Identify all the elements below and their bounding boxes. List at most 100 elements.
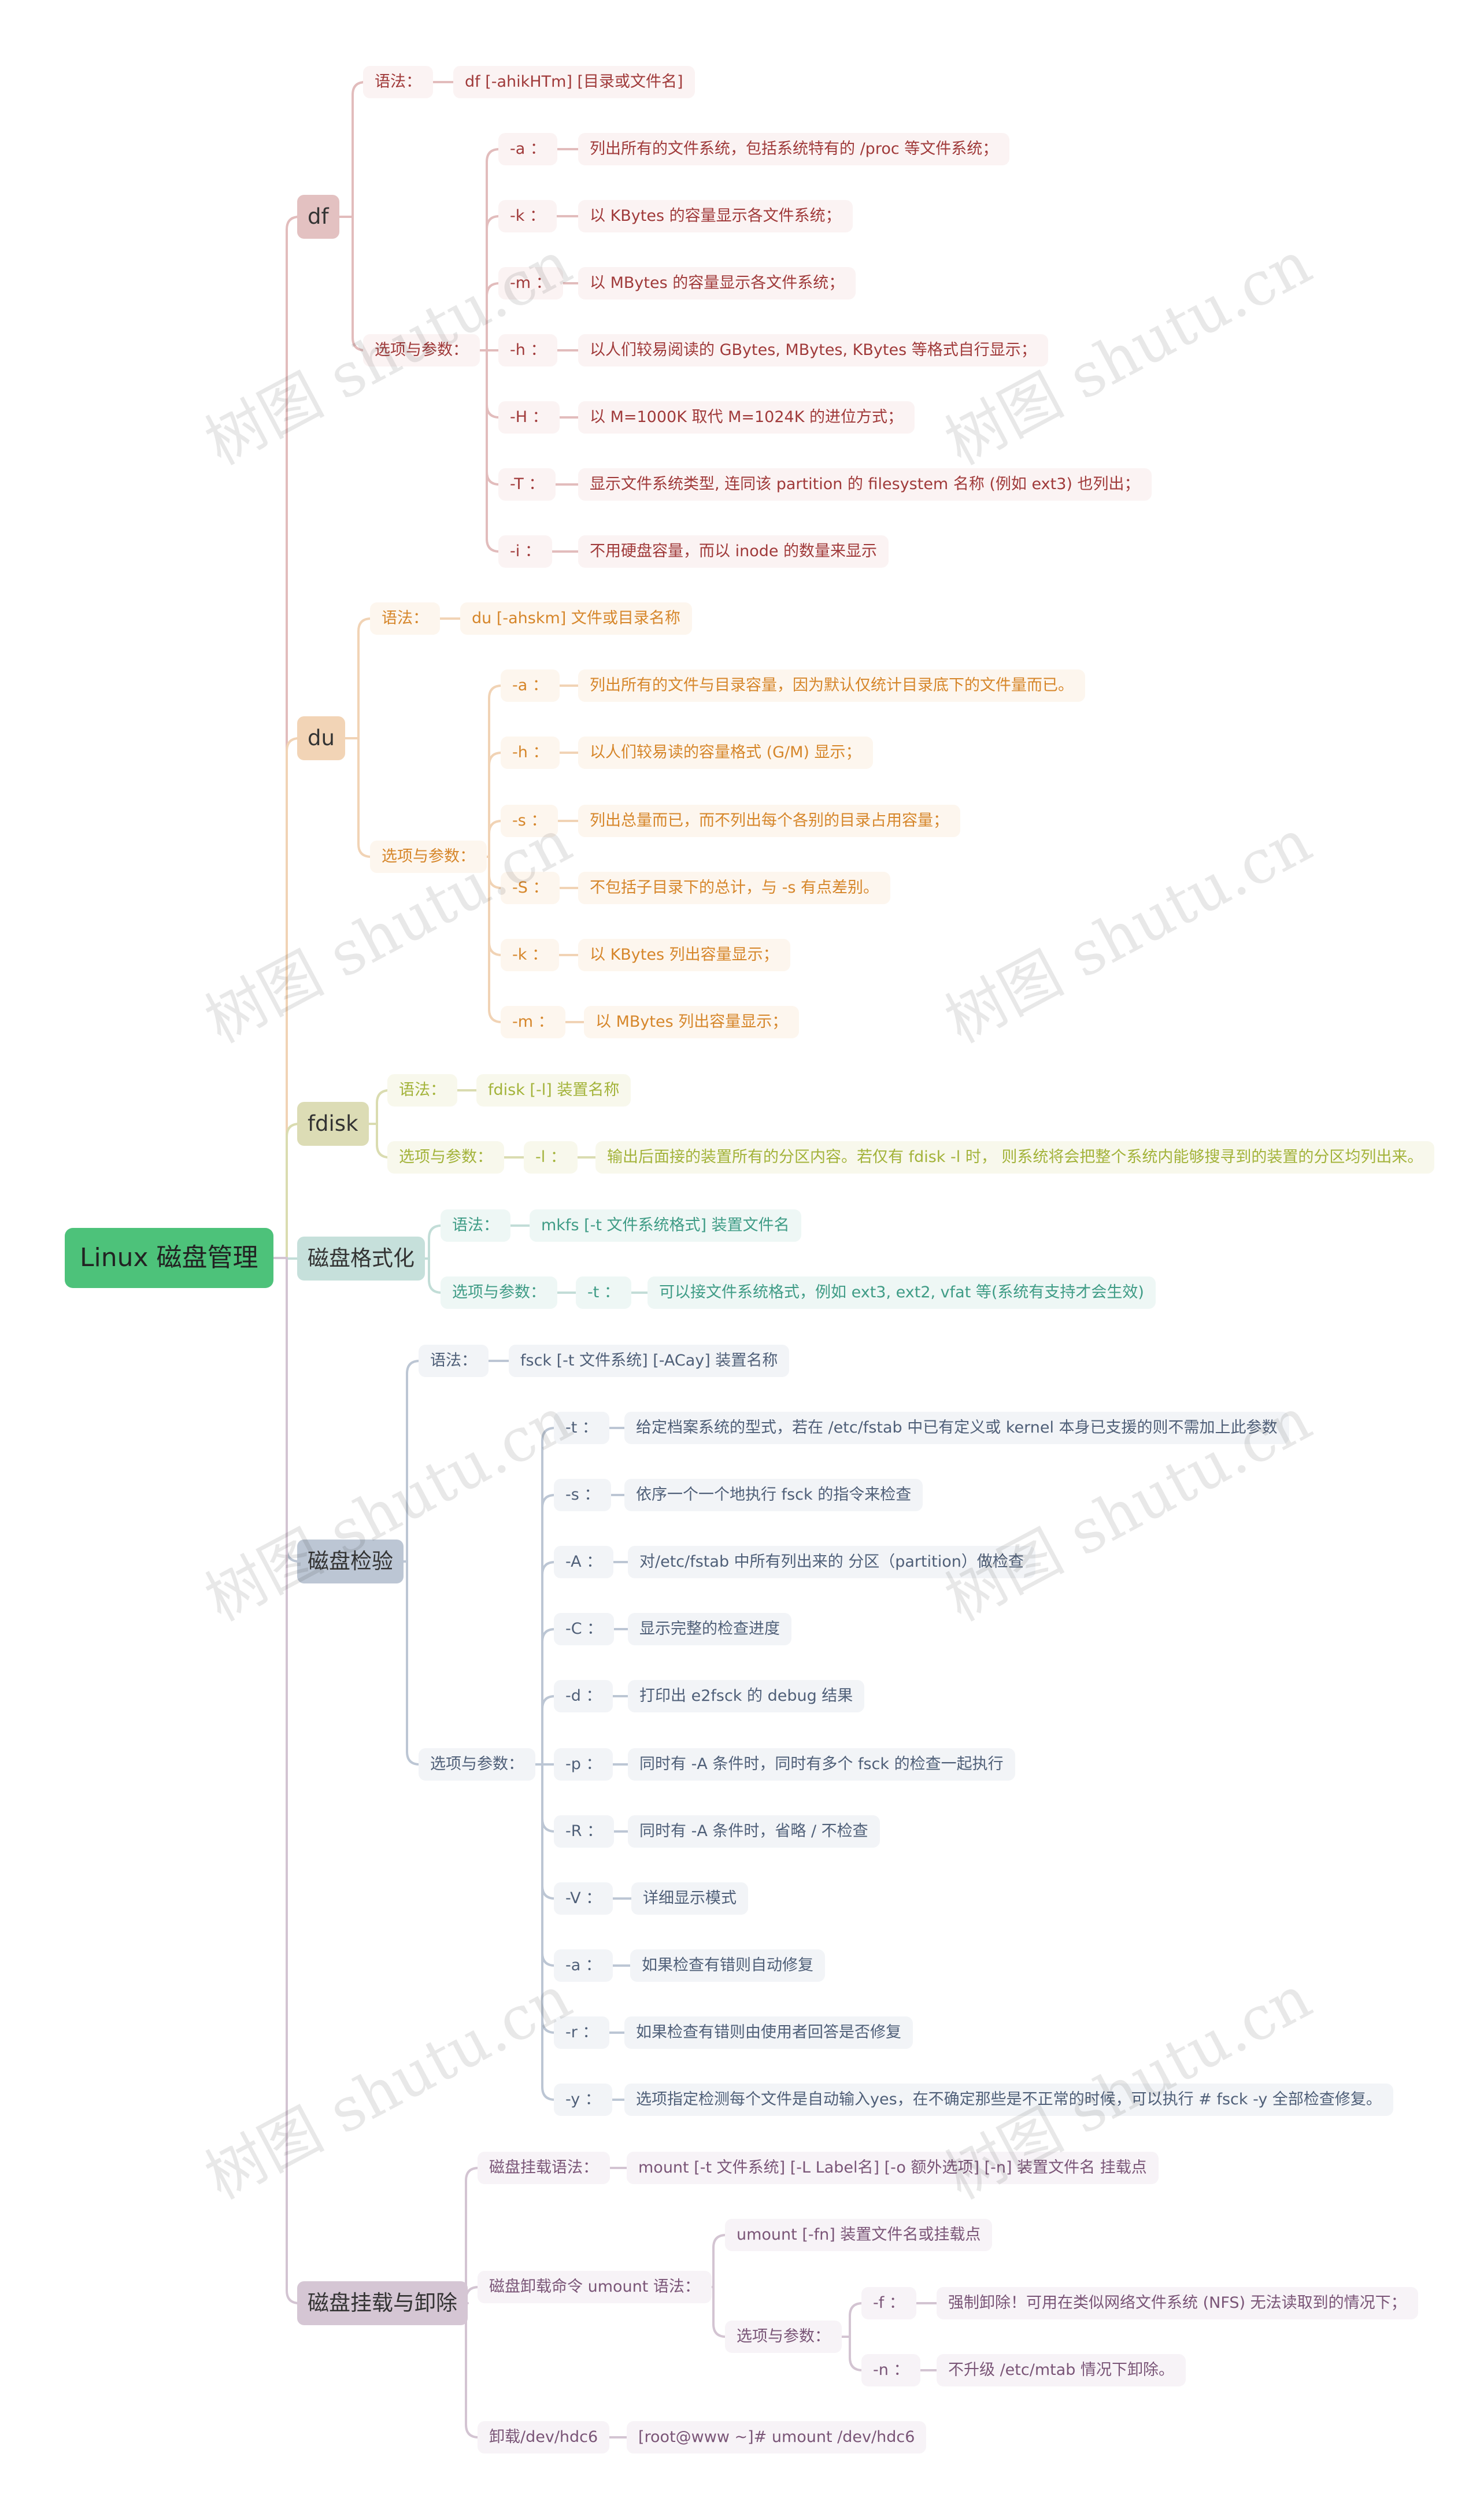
fsck-option-flag[interactable]: -t ： [554,1412,609,1444]
umount-options-label[interactable]: 选项与参数： [725,2321,842,2353]
fsck-option-desc[interactable]: 打印出 e2fsck 的 debug 结果 [628,1680,865,1712]
df-option-flag[interactable]: -h ： [498,334,558,367]
du-option-flag[interactable]: -s ： [501,805,558,837]
fsck-option-flag[interactable]: -C ： [554,1613,615,1645]
df-options-label[interactable]: 选项与参数： [363,334,480,367]
du-option-desc[interactable]: 不包括子目录下的总计，与 -s 有点差别。 [578,872,890,904]
connector-line [486,282,500,351]
df-syntax-label[interactable]: 语法： [363,66,433,98]
df-option-desc[interactable]: 以人们较易阅读的 GBytes, MBytes, KBytes 等格式自行显示； [578,334,1048,367]
fsck-option-flag[interactable]: -y ： [554,2084,612,2116]
connector-line [465,2302,479,2438]
df-option-desc[interactable]: 不用硬盘容量，而以 inode 的数量来显示 [578,535,889,568]
du-option-flag[interactable]: -m ： [501,1006,565,1038]
df-option-flag[interactable]: -k ： [498,200,557,232]
unmount-example-value[interactable]: [root@www ~]# umount /dev/hdc6 [627,2421,927,2454]
df-option-flag[interactable]: -m ： [498,267,563,299]
umount-option-flag[interactable]: -n ： [861,2354,921,2386]
fdisk-syntax-label[interactable]: 语法： [387,1074,457,1107]
fsck-option-flag[interactable]: -d ： [554,1680,613,1712]
fsck-option-desc[interactable]: 给定档案系统的型式，若在 /etc/fstab 中已有定义或 kernel 本身… [624,1412,1289,1444]
mkfs-syntax-label[interactable]: 语法： [441,1209,510,1242]
unmount-example-label[interactable]: 卸载/dev/hdc6 [478,2421,610,2454]
fsck-option-desc[interactable]: 详细显示模式 [631,1882,748,1915]
fsck-option-flag[interactable]: -V ： [554,1882,613,1915]
connector-line [406,1360,420,1563]
connector-line [488,752,502,858]
fsck-option-desc[interactable]: 显示完整的检查进度 [628,1613,791,1645]
umount-option-desc[interactable]: 强制卸除！可用在类似网络文件系统 (NFS) 无法读取到的情况下； [937,2287,1418,2319]
connector-line [712,2286,727,2338]
branch-mount-unmount[interactable]: 磁盘挂载与卸除 [297,2281,468,2325]
root-node[interactable]: Linux 磁盘管理 [65,1228,273,1288]
fsck-option-desc[interactable]: 同时有 -A 条件时，省略 / 不检查 [628,1815,880,1848]
fsck-syntax-label[interactable]: 语法： [419,1345,489,1377]
connector-line [428,1257,442,1294]
connector-line [488,820,502,858]
df-option-desc[interactable]: 显示文件系统类型, 连同该 partition 的 filesystem 名称 … [578,468,1152,501]
du-option-desc[interactable]: 以 KBytes 列出容量显示； [578,939,790,971]
du-syntax-value[interactable]: du [-ahskm] 文件或目录名称 [460,602,692,635]
df-option-desc[interactable]: 以 MBytes 的容量显示各文件系统； [578,267,856,299]
fsck-option-flag[interactable]: -p ： [554,1748,613,1781]
du-option-flag[interactable]: -S ： [501,872,560,904]
fsck-syntax-value[interactable]: fsck [-t 文件系统] [-ACay] 装置名称 [509,1345,790,1377]
connector-line [357,617,372,739]
mount-syntax-label[interactable]: 磁盘挂载语法： [478,2152,610,2184]
df-option-flag[interactable]: -H ： [498,401,560,434]
fsck-options-label[interactable]: 选项与参数： [419,1748,535,1781]
umount-syntax-label[interactable]: 磁盘卸载命令 umount 语法： [478,2271,712,2303]
du-option-desc[interactable]: 以 MBytes 列出容量显示； [584,1006,800,1038]
du-option-flag[interactable]: -h ： [501,737,560,769]
connector-line [541,1763,556,1833]
df-option-desc[interactable]: 列出所有的文件系统，包括系统特有的 /proc 等文件系统； [578,133,1010,165]
du-option-flag[interactable]: -k ： [501,939,559,971]
fsck-option-flag[interactable]: -s ： [554,1479,612,1511]
umount-option-flag[interactable]: -f ： [861,2287,916,2319]
fsck-option-desc[interactable]: 对/etc/fstab 中所有列出来的 分区（partition）做检查 [628,1546,1035,1578]
fsck-option-flag[interactable]: -r ： [554,2016,610,2049]
df-option-desc[interactable]: 以 KBytes 的容量显示各文件系统； [578,200,853,232]
branch-disk-check[interactable]: 磁盘检验 [297,1540,404,1583]
fsck-option-flag[interactable]: -R ： [554,1815,615,1848]
df-option-desc[interactable]: 以 M=1000K 取代 M=1024K 的进位方式； [578,401,915,434]
df-option-flag[interactable]: -T ： [498,468,556,501]
fsck-option-desc[interactable]: 选项指定检测每个文件是自动输入yes，在不确定那些是不正常的时候，可以执行 # … [624,2084,1393,2116]
du-syntax-label[interactable]: 语法： [370,602,440,635]
mkfs-option-flag[interactable]: -t ： [576,1276,631,1309]
mkfs-options-label[interactable]: 选项与参数： [441,1276,557,1309]
umount-option-desc[interactable]: 不升级 /etc/mtab 情况下卸除。 [937,2354,1186,2386]
df-option-flag[interactable]: -a ： [498,133,557,165]
df-syntax-value[interactable]: df [-ahikHTm] [目录或文件名] [453,66,695,98]
connector-line [286,1257,300,2304]
connector-line [352,216,366,351]
du-option-desc[interactable]: 列出总量而已，而不列出每个各别的目录占用容量； [578,805,960,837]
connector-line [286,737,300,1259]
connector-line [286,1123,300,1259]
umount-syntax-value[interactable]: umount [-fn] 装置文件名或挂载点 [725,2219,993,2251]
du-option-desc[interactable]: 列出所有的文件与目录容量，因为默认仅统计目录底下的文件量而已。 [578,669,1085,702]
fsck-option-desc[interactable]: 依序一个一个地执行 fsck 的指令来检查 [624,1479,923,1511]
fsck-option-flag[interactable]: -a ： [554,1949,613,1982]
mkfs-option-desc[interactable]: 可以接文件系统格式，例如 ext3, ext2, vfat 等(系统有支持才会生… [648,1276,1156,1309]
fsck-option-flag[interactable]: -A ： [554,1546,614,1578]
fdisk-syntax-value[interactable]: fdisk [-l] 装置名称 [476,1074,631,1107]
connector-line [465,2167,479,2304]
branch-disk-format[interactable]: 磁盘格式化 [297,1237,425,1281]
fsck-option-desc[interactable]: 同时有 -A 条件时，同时有多个 fsck 的检查一起执行 [628,1748,1015,1781]
du-options-label[interactable]: 选项与参数： [370,841,487,873]
fdisk-options-label[interactable]: 选项与参数： [387,1141,504,1174]
mount-syntax-value[interactable]: mount [-t 文件系统] [-L Label名] [-o 额外选项] [-… [627,2152,1159,2184]
du-option-desc[interactable]: 以人们较易读的容量格式 (G/M) 显示； [578,737,873,769]
fsck-option-desc[interactable]: 如果检查有错则自动修复 [630,1949,825,1982]
df-option-flag[interactable]: -i ： [498,535,552,568]
fdisk-option-flag[interactable]: -l ： [524,1141,578,1174]
fdisk-option-desc[interactable]: 输出后面接的装置所有的分区内容。若仅有 fdisk -l 时， 则系统将会把整个… [595,1141,1435,1174]
du-option-flag[interactable]: -a ： [501,669,560,702]
branch-fdisk[interactable]: fdisk [297,1102,369,1146]
branch-df[interactable]: df [297,195,339,239]
branch-du[interactable]: du [297,716,345,760]
fsck-option-desc[interactable]: 如果检查有错则由使用者回答是否修复 [624,2016,913,2049]
mkfs-syntax-value[interactable]: mkfs [-t 文件系统格式] 装置文件名 [530,1209,801,1242]
